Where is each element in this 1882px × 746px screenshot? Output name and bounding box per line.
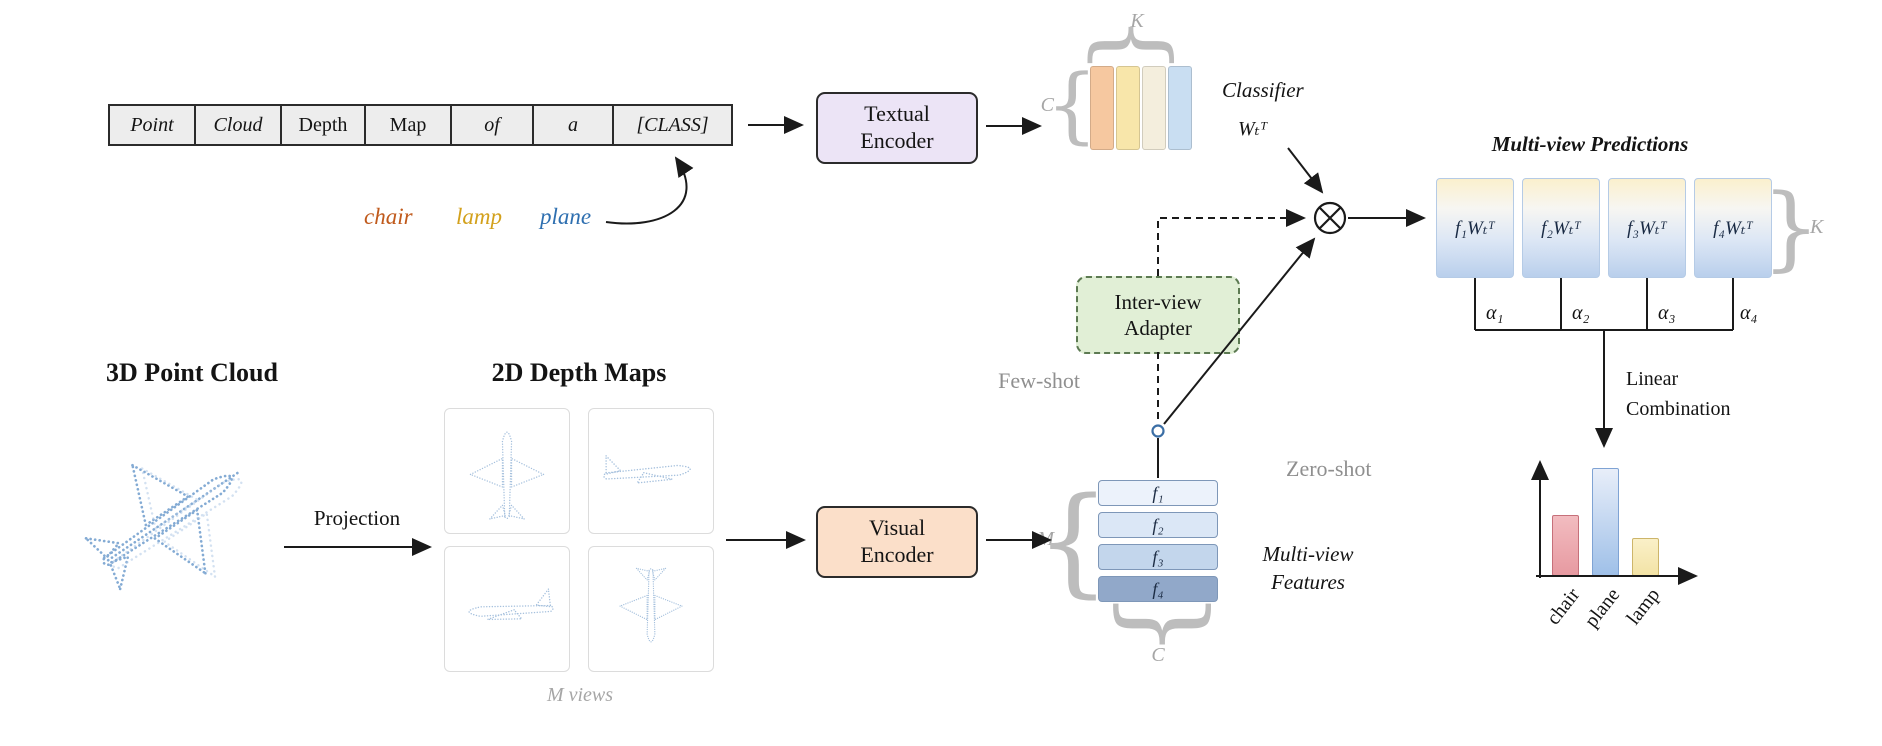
depth-map-box-3	[444, 546, 570, 672]
few-shot-label: Few-shot	[998, 368, 1080, 393]
predictions-title: Multi-view Predictions	[1491, 132, 1689, 156]
switch-icon	[1151, 424, 1165, 438]
brace-k-classifier: {	[1080, 15, 1189, 75]
alpha-label-4: α₄	[1740, 302, 1758, 324]
prompt-token-of: of	[450, 106, 532, 144]
class-word-lamp: lamp	[456, 204, 502, 229]
brace-c-features: {	[1095, 590, 1219, 658]
result-bar-lamp	[1632, 538, 1659, 576]
textual-encoder-label-line1: Textual	[864, 101, 930, 127]
prediction-box-1: f₁Wₜᵀ	[1436, 178, 1514, 278]
prediction-box-2: f₂Wₜᵀ	[1522, 178, 1600, 278]
zero-shot-label: Zero-shot	[1286, 456, 1372, 481]
linear-combination-line2: Combination	[1626, 398, 1731, 420]
classifier-bar-3	[1142, 66, 1166, 150]
features-caption-line2: Features	[1271, 570, 1345, 595]
dim-label-k-classifier: K	[1130, 10, 1144, 32]
prompt-token-map: Map	[364, 106, 450, 144]
depth-maps-title: 2D Depth Maps	[491, 358, 667, 387]
adapter-label-line1: Inter-view	[1114, 289, 1202, 314]
features-caption-line1: Multi-view	[1262, 542, 1354, 566]
alpha-bracket	[1474, 278, 1734, 331]
classifier-bar-2	[1116, 66, 1140, 150]
linear-combination-label: Linear Combination	[1626, 364, 1730, 424]
classifier-label: Classifier	[1222, 78, 1304, 102]
arrow-classwords-to-class-token	[605, 156, 694, 225]
brace-m-features: {	[1035, 471, 1111, 609]
dim-label-c-classifier: C	[1040, 94, 1054, 116]
prompt-token-a: a	[532, 106, 612, 144]
prompt-token-point: Point	[130, 113, 174, 136]
depth-map-box-4	[588, 546, 714, 672]
feature-row-f4: f₄	[1098, 576, 1218, 602]
alpha-label-2: α₂	[1572, 302, 1590, 324]
classifier-weight-label: Wₜᵀ	[1238, 118, 1268, 140]
dim-label-m-features: M	[1037, 528, 1054, 550]
point-cloud-image	[62, 414, 286, 630]
depth-map-airplane-icon-front	[618, 567, 684, 643]
dim-label-k-predictions: K	[1810, 216, 1824, 238]
class-word-chair: chair	[364, 204, 413, 229]
depth-map-airplane-icon-top	[468, 431, 546, 521]
visual-encoder-label-line1: Visual	[868, 515, 926, 541]
visual-encoder-label-line2: Encoder	[860, 542, 934, 567]
feature-row-f1: f₁	[1098, 480, 1218, 506]
depth-map-box-1	[444, 408, 570, 534]
depth-map-box-2	[588, 408, 714, 534]
visual-encoder-box: Visual Encoder	[816, 506, 978, 578]
prompt-token-row: Point Cloud Depth Map of a [CLASS]	[108, 104, 733, 146]
linear-combination-line1: Linear	[1626, 368, 1679, 390]
depth-map-airplane-icon-side	[603, 454, 691, 484]
point-cloud-airplane-icon	[82, 462, 243, 594]
brace-c-classifier: {	[1045, 58, 1099, 153]
dim-label-c-features: C	[1151, 644, 1165, 666]
class-word-plane: plane	[540, 204, 592, 229]
multiply-icon	[1313, 201, 1347, 235]
arrow-classifier-to-multiply	[1287, 147, 1324, 194]
prediction-box-3: f₃Wₜᵀ	[1608, 178, 1686, 278]
result-bar-chair	[1552, 515, 1579, 576]
feature-row-f3: f₃	[1098, 544, 1218, 570]
adapter-label-line2: Adapter	[1124, 316, 1192, 340]
alpha-label-3: α₃	[1658, 302, 1676, 324]
prompt-token-cloud: Cloud	[194, 106, 280, 144]
views-caption: M views	[546, 684, 614, 706]
classifier-bar-1	[1090, 66, 1114, 150]
feature-row-f2: f₂	[1098, 512, 1218, 538]
brace-k-predictions: }	[1761, 174, 1821, 281]
depth-map-airplane-icon-side-mirrored	[468, 587, 554, 621]
prediction-box-4: f₄Wₜᵀ	[1694, 178, 1772, 278]
prompt-token-depth: Depth	[280, 106, 364, 144]
features-caption: Multi-view Features	[1238, 540, 1378, 597]
inter-view-adapter-box: Inter-view Adapter	[1076, 276, 1240, 354]
result-bar-plane	[1592, 468, 1619, 576]
prompt-token-class: [CLASS]	[612, 106, 731, 144]
dashed-adapter-to-multiply	[1157, 209, 1306, 276]
textual-encoder-box: Textual Encoder	[816, 92, 978, 164]
classifier-bar-4	[1168, 66, 1192, 150]
alpha-label-1: α₁	[1486, 302, 1504, 324]
projection-label: Projection	[313, 506, 401, 530]
point-cloud-title: 3D Point Cloud	[106, 358, 278, 387]
textual-encoder-label-line2: Encoder	[860, 128, 934, 153]
